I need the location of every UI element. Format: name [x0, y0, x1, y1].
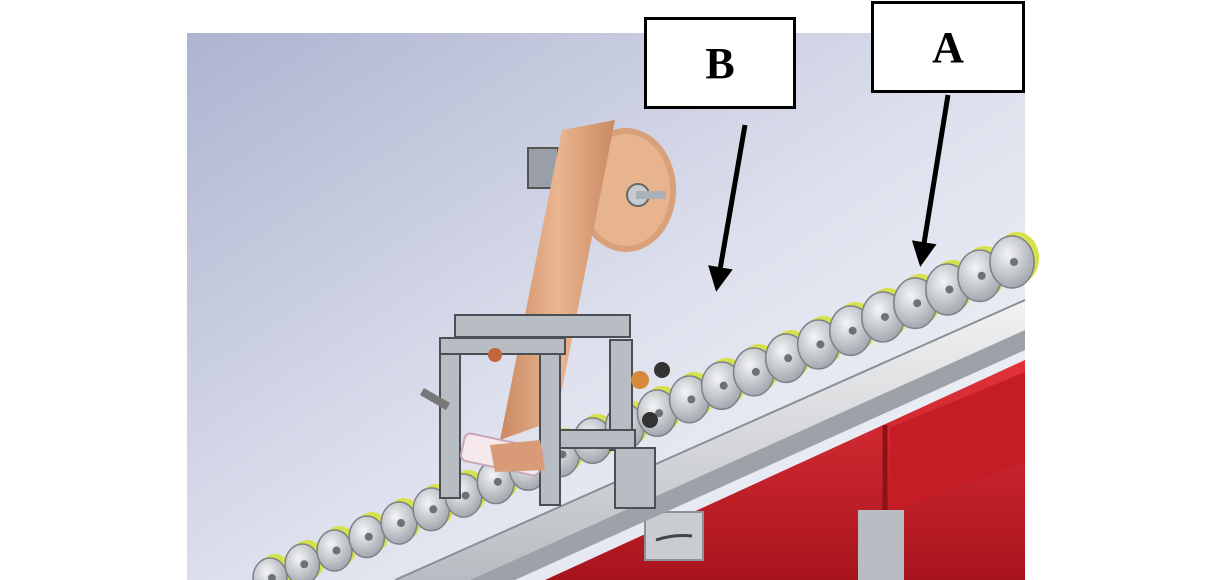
chain-pin	[719, 381, 728, 390]
chain-pin	[977, 271, 986, 280]
callout-b: B	[644, 17, 796, 109]
callout-a: A	[871, 1, 1025, 93]
chain-pin	[880, 312, 889, 321]
conveyor-rail	[394, 299, 1026, 580]
chain-pin	[397, 519, 406, 528]
arrow-a	[911, 94, 951, 267]
chain-pin	[913, 299, 922, 308]
chain-pin	[816, 340, 825, 349]
chain-pin	[848, 326, 857, 335]
arrow-b	[708, 124, 748, 292]
chain-pin	[332, 546, 341, 555]
chain-pin	[493, 477, 502, 486]
chain-pin	[945, 285, 954, 294]
chain-pin	[784, 354, 793, 363]
chain-roller	[252, 557, 288, 580]
chain-pin	[364, 532, 373, 541]
chain-pin	[655, 409, 664, 418]
chain-pin	[687, 395, 696, 404]
chain-pin	[461, 491, 470, 500]
conveyor-red-frame	[545, 360, 1025, 580]
callout-b-label: B	[705, 38, 735, 88]
tape-applicator	[420, 120, 676, 509]
chain-pin	[751, 367, 760, 376]
chain-pin	[1010, 258, 1018, 266]
chain-pin	[268, 574, 276, 580]
callout-a-label: A	[932, 22, 964, 72]
chain-pin	[429, 505, 438, 514]
chain-pin	[300, 560, 309, 569]
